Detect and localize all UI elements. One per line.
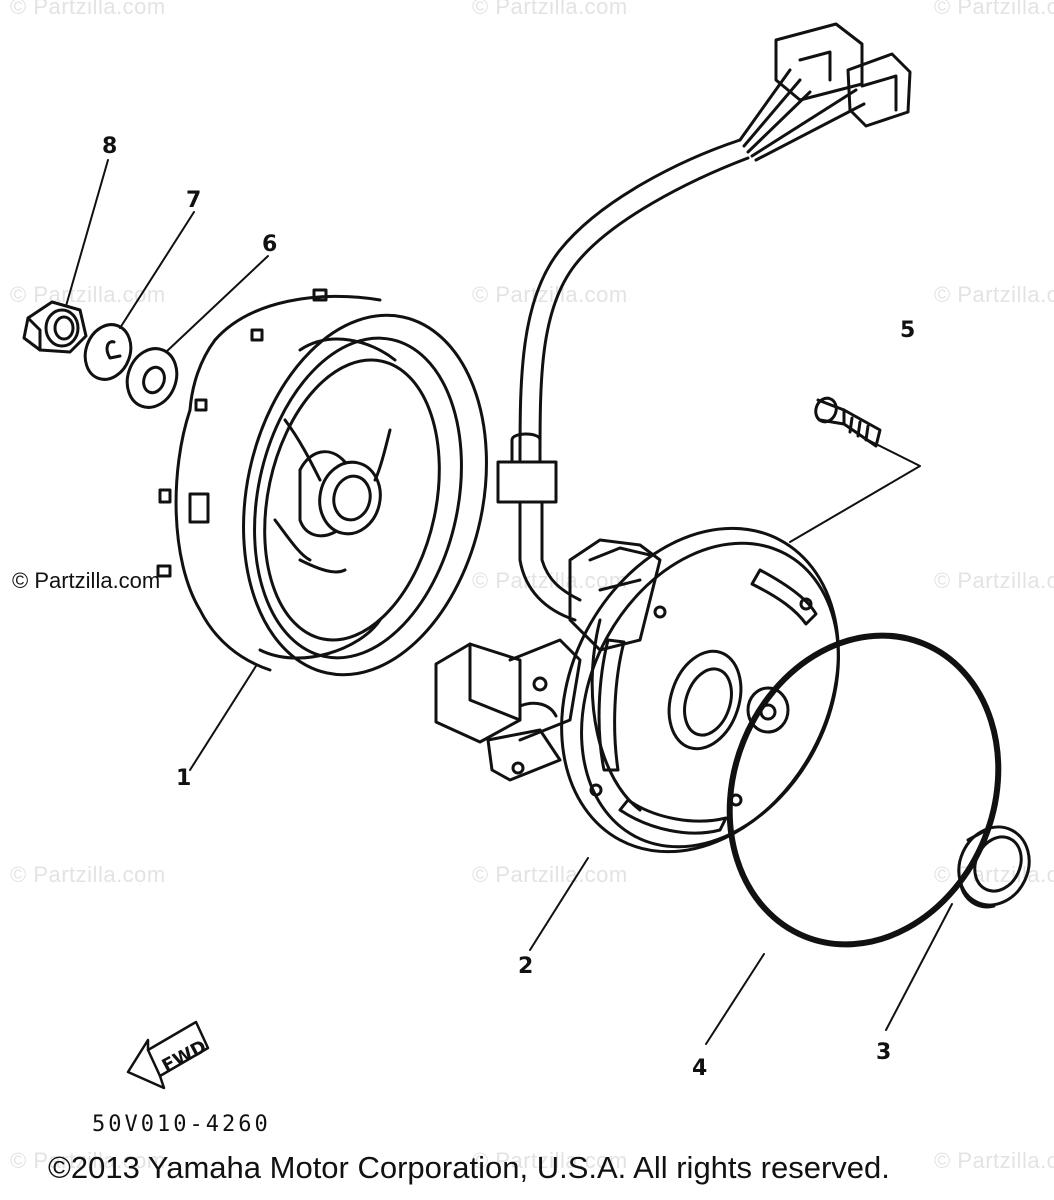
flywheel-rotor-part-1 — [156, 288, 488, 677]
callout-4: 4 — [692, 1056, 708, 1081]
fwd-direction-arrow: FWD — [126, 1020, 210, 1090]
o-ring-part-4 — [726, 632, 1002, 948]
watermark: © Partzilla.com — [10, 0, 166, 19]
watermark: © Partzilla.com — [472, 0, 628, 19]
watermark: © Partzilla.com — [10, 282, 166, 307]
watermark: © Partzilla.com — [934, 282, 1054, 307]
watermark: © Partzilla.com — [934, 1148, 1054, 1173]
watermark: © Partzilla.com — [472, 1148, 628, 1173]
fwd-arrow-label: FWD — [159, 1036, 210, 1077]
callout-3: 3 — [876, 1040, 892, 1065]
callout-5: 5 — [900, 318, 916, 343]
watermark: © Partzilla.com — [10, 862, 166, 887]
nut-part-8 — [22, 300, 88, 354]
oil-seal-part-3 — [957, 825, 1031, 909]
copyright-notice: ©2013 Yamaha Motor Corporation, U.S.A. A… — [48, 1150, 890, 1185]
bolt-part-5 — [814, 396, 882, 448]
callout-8: 8 — [102, 134, 118, 159]
callout-1: 1 — [176, 766, 192, 791]
callout-6: 6 — [262, 232, 278, 257]
watermark: © Partzilla.com — [934, 862, 1054, 887]
lock-washer-part-7 — [83, 323, 133, 381]
diagram-reference-code: 50V010-4260 — [92, 1112, 271, 1137]
watermark: © Partzilla.com — [934, 0, 1054, 19]
watermark: © Partzilla.com — [10, 1148, 166, 1173]
watermark: © Partzilla.com — [934, 568, 1054, 593]
watermark: © Partzilla.com — [472, 282, 628, 307]
watermark-prominent: © Partzilla.com — [12, 568, 161, 593]
watermark: © Partzilla.com — [472, 862, 628, 887]
plain-washer-part-6 — [125, 347, 179, 409]
leader-lines — [65, 159, 953, 1045]
callout-7: 7 — [186, 188, 202, 213]
stator-assembly-part-2 — [434, 22, 912, 854]
callout-2: 2 — [518, 954, 534, 979]
